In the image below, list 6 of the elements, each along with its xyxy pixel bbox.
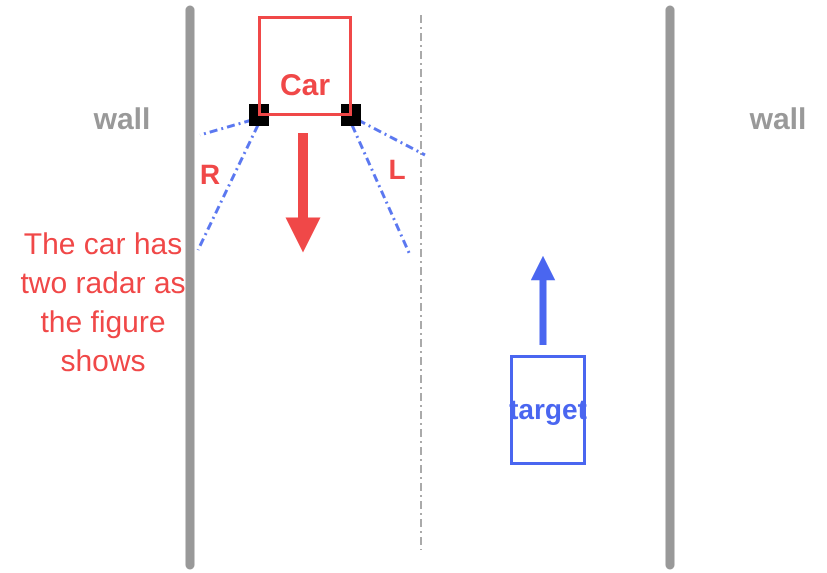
car-box: Car — [258, 16, 352, 116]
note-text: The car has two radar as the figure shows — [19, 227, 187, 380]
wall-label: wall — [748, 102, 808, 138]
radar-label: R — [198, 158, 222, 192]
radar-label: L — [387, 153, 407, 187]
wall-label: wall — [92, 102, 152, 138]
